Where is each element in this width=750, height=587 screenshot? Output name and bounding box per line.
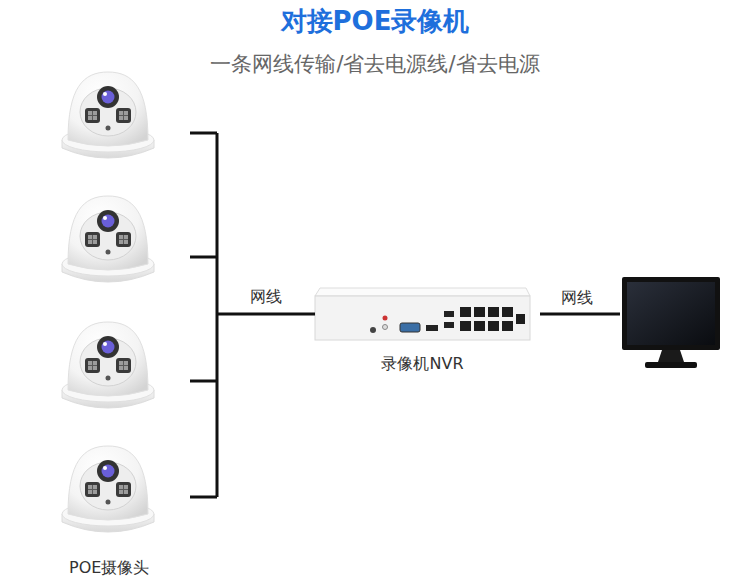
- nvr-recorder: [315, 288, 530, 340]
- diagram-title: 对接POE录像机: [281, 5, 470, 38]
- cable-label: 网线: [250, 287, 282, 307]
- audio-port: [383, 325, 388, 330]
- usb-port: [444, 311, 454, 317]
- usb-port: [444, 322, 454, 328]
- bracket-ticks: [190, 133, 217, 497]
- ethernet-port: [460, 321, 471, 331]
- cable-label: 网线: [561, 288, 593, 308]
- power-port: [370, 327, 376, 333]
- ethernet-port: [488, 321, 499, 331]
- camera-icons: [62, 72, 154, 532]
- dome-camera: [62, 322, 154, 408]
- monitor-frame: [622, 277, 720, 350]
- camera-group: POE摄像头: [55, 65, 217, 540]
- monitor-screen: [627, 282, 715, 345]
- node-label: POE摄像头: [69, 558, 149, 578]
- subtitle: 一条网线传输/省去电源线/省去电源: [210, 51, 539, 77]
- dome-camera: [62, 72, 154, 158]
- cable-bracket: [190, 133, 217, 497]
- network-cable: [540, 313, 620, 316]
- nvr-box: 录像机NVR: [315, 288, 530, 340]
- monitor: [622, 277, 720, 368]
- nvr-top: [315, 288, 530, 296]
- dome-camera: [62, 196, 154, 282]
- hdmi-port: [426, 325, 438, 331]
- ethernet-port: [460, 307, 471, 317]
- node-label: 录像机NVR: [315, 354, 530, 374]
- ethernet-port: [488, 307, 499, 317]
- nvr-front: [315, 296, 530, 340]
- ethernet-ports: [460, 307, 525, 331]
- audio-port: [383, 316, 388, 321]
- network-cable: [217, 313, 315, 316]
- vga-port: [400, 323, 420, 332]
- ethernet-port: [474, 321, 485, 331]
- ethernet-port: [516, 314, 525, 324]
- ethernet-port: [474, 307, 485, 317]
- ethernet-port: [502, 307, 513, 317]
- monitor-neck: [658, 350, 684, 362]
- dome-camera: [62, 446, 154, 532]
- ethernet-port: [502, 321, 513, 331]
- monitor-stand: [645, 362, 697, 368]
